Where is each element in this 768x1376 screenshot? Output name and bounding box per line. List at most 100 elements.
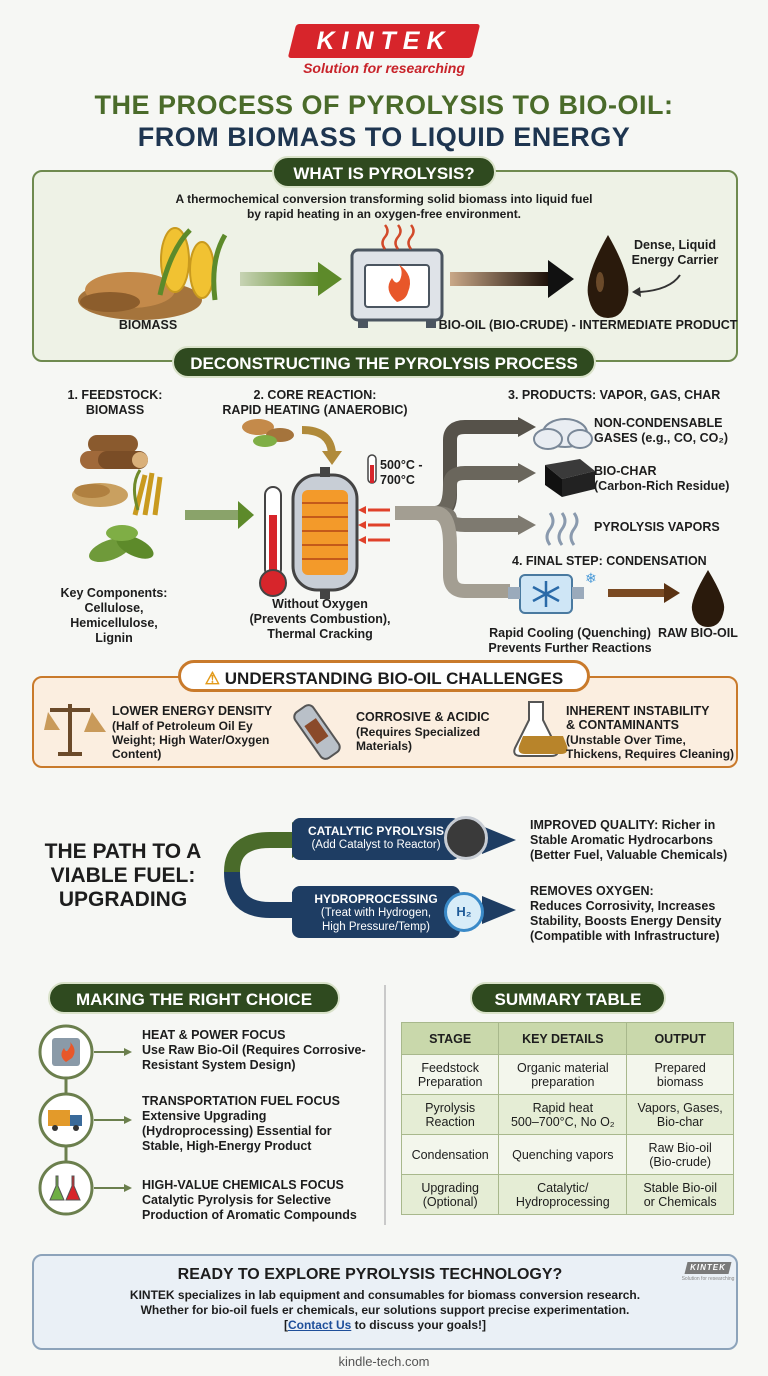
choice1-line2: Resistant System Design): [142, 1058, 296, 1072]
oxygen-3: Thermal Cracking: [267, 627, 373, 641]
condenser-icon: [508, 574, 584, 614]
catalytic-output-3: (Better Fuel, Valuable Chemicals): [530, 848, 728, 862]
table-cell: Raw Bio-oil (Bio-crude): [626, 1134, 734, 1175]
cooling-1: Rapid Cooling (Quenching): [489, 626, 651, 640]
components-3: Lignin: [95, 631, 133, 645]
table-cell: Condensation: [400, 1134, 500, 1175]
deconstruct-heading: DECONSTRUCTING THE PYROLYSIS PROCESS: [172, 346, 596, 378]
catalytic-output-1: IMPROVED QUALITY: Richer in: [530, 818, 716, 832]
snowflake-icon: ❄: [585, 571, 597, 587]
catalytic-subtitle: (Add Catalyst to Reactor): [311, 839, 441, 851]
what-is-description-1: A thermochemical conversion transforming…: [175, 192, 593, 206]
choice-icons: [38, 1024, 132, 1216]
note-pointer-icon: [639, 274, 681, 293]
what-is-heading: WHAT IS PYROLYSIS?: [272, 156, 496, 188]
upgrading-title-1: THE PATH TO A: [44, 840, 202, 863]
note-line-1: Dense, Liquid: [634, 238, 716, 252]
what-is-description-2: by rapid heating in an oxygen-free envir…: [246, 207, 522, 221]
upgrading-title-3: UPGRADING: [58, 888, 188, 911]
arrow-to-reactor-icon: [185, 501, 254, 529]
step2-title-2: RAPID HEATING (ANAEROBIC): [222, 403, 408, 417]
arrow-to-bio-oil-icon: [450, 260, 574, 298]
hydro-subtitle-2: High Pressure/Temp): [321, 921, 430, 933]
cloud-icon: [533, 418, 593, 450]
challenge1-line3: Content): [112, 747, 162, 761]
choice2-line2: (Hydroprocessing) Essential for: [142, 1124, 332, 1138]
contact-us-link[interactable]: Contact Us: [287, 1318, 352, 1332]
catalytic-title: CATALYTIC PYROLYSIS: [307, 824, 445, 838]
challenges-heading-text: UNDERSTANDING BIO-OIL CHALLENGES: [224, 669, 564, 688]
components-title: Key Components:: [60, 586, 168, 600]
page-subtitle: FROM BIOMASS TO LIQUID ENERGY: [137, 122, 631, 152]
section-divider: [384, 985, 386, 1225]
reactor-icon: [291, 467, 359, 599]
corn-icon: [157, 227, 228, 301]
choice1-title: HEAT & POWER FOCUS: [142, 1028, 286, 1042]
footer-url[interactable]: kindle-tech.com: [338, 1354, 430, 1369]
challenges-icons: [44, 701, 568, 760]
challenge3-line2: Thickens, Requires Cleaning): [566, 747, 735, 761]
bio-oil-droplet-icon: [587, 235, 629, 318]
hydro-output-3: Stability, Boosts Energy Density: [530, 914, 722, 928]
summary-heading: SUMMARY TABLE: [470, 982, 666, 1014]
summary-table: STAGE KEY DETAILS OUTPUT Feedstock Prepa…: [400, 1022, 734, 1215]
temp-line-1: 500°C -: [380, 458, 423, 472]
process-illustration: ❄: [72, 417, 725, 627]
cta-line-1: KINTEK specializes in lab equipment and …: [129, 1288, 641, 1302]
hydro-output-4: (Compatible with Infrastructure): [530, 929, 720, 943]
small-thermometer-icon: [367, 454, 377, 484]
cta-line-3: [Contact Us to discuss your goals!]: [40, 1318, 730, 1333]
thermometer-icon: [259, 486, 287, 597]
choice3-line2: Production of Aromatic Compounds: [142, 1208, 357, 1222]
what-is-illustration: [78, 224, 681, 328]
branch-arrows-icon: [395, 420, 520, 598]
table-header-cell: KEY DETAILS: [498, 1022, 628, 1055]
cta-panel: [32, 1254, 738, 1350]
leaves-icon: [89, 525, 154, 563]
table-cell: Pyrolysis Reaction: [400, 1094, 500, 1135]
table-header-row: STAGE KEY DETAILS OUTPUT: [400, 1022, 734, 1055]
hydro-out-arrow-icon: [482, 896, 516, 924]
table-row: Upgrading (Optional) Catalytic/ Hydropro…: [400, 1174, 734, 1215]
choice1-line1: Use Raw Bio-Oil (Requires Corrosive-: [142, 1043, 366, 1057]
challenge2-title: CORROSIVE & ACIDIC: [356, 710, 490, 724]
gases-title: NON-CONDENSABLE: [594, 416, 723, 430]
table-cell: Feedstock Preparation: [400, 1054, 500, 1095]
cta-title: READY TO EXPLORE PYROLYSIS TECHNOLOGY?: [177, 1266, 563, 1283]
challenge3-title-2: & CONTAMINANTS: [566, 718, 679, 732]
biomass-label: BIOMASS: [118, 318, 178, 332]
choice3-line1: Catalytic Pyrolysis for Selective: [142, 1193, 331, 1207]
flask-icon: [513, 701, 568, 757]
warning-icon: ⚠: [204, 669, 221, 688]
cta-line-3-text: to discuss your goals!]: [351, 1318, 487, 1332]
catalytic-out-arrow-icon: [482, 826, 516, 854]
furnace-icon: [350, 224, 444, 328]
catalyst-ball-icon: [444, 816, 488, 860]
vapor-icon: [545, 512, 579, 546]
catalytic-pyrolysis-box: CATALYTIC PYROLYSIS (Add Catalyst to Rea…: [292, 818, 460, 860]
heat-arrows-icon: [358, 506, 390, 544]
logo-text: KINTEK: [316, 27, 452, 55]
hydro-subtitle-1: (Treat with Hydrogen,: [320, 907, 432, 919]
raw-oil-droplet-icon: [691, 570, 725, 627]
table-row: Feedstock Preparation Organic material p…: [400, 1054, 734, 1095]
cooling-2: Prevents Further Reactions: [488, 641, 652, 655]
choice2-line1: Extensive Upgrading: [142, 1109, 267, 1123]
arrow-to-raw-oil-icon: [608, 583, 680, 603]
step1-title-2: BIOMASS: [85, 403, 145, 417]
table-cell: Upgrading (Optional): [400, 1174, 500, 1215]
step3-title: 3. PRODUCTS: VAPOR, GAS, CHAR: [508, 388, 721, 402]
challenge3-title-1: INHERENT INSTABILITY: [566, 704, 710, 718]
wood-chips-icon: [72, 483, 128, 507]
components-1: Cellulose,: [84, 601, 144, 615]
logs-icon: [80, 435, 148, 469]
components-2: Hemicellulose,: [70, 616, 158, 630]
mini-logo-text: KINTEK: [690, 1263, 726, 1272]
note-line-2: Energy Carrier: [631, 253, 719, 267]
biomass-feed-icon: [242, 419, 342, 465]
cta-line-2: Whether for bio-oil fuels er chemicals, …: [140, 1303, 630, 1317]
table-header-cell: STAGE: [400, 1022, 500, 1055]
hydro-title: HYDROPROCESSING: [314, 892, 438, 906]
table-row: Pyrolysis Reaction Rapid heat 500–700°C,…: [400, 1094, 734, 1135]
char-title: BIO-CHAR: [594, 464, 657, 478]
